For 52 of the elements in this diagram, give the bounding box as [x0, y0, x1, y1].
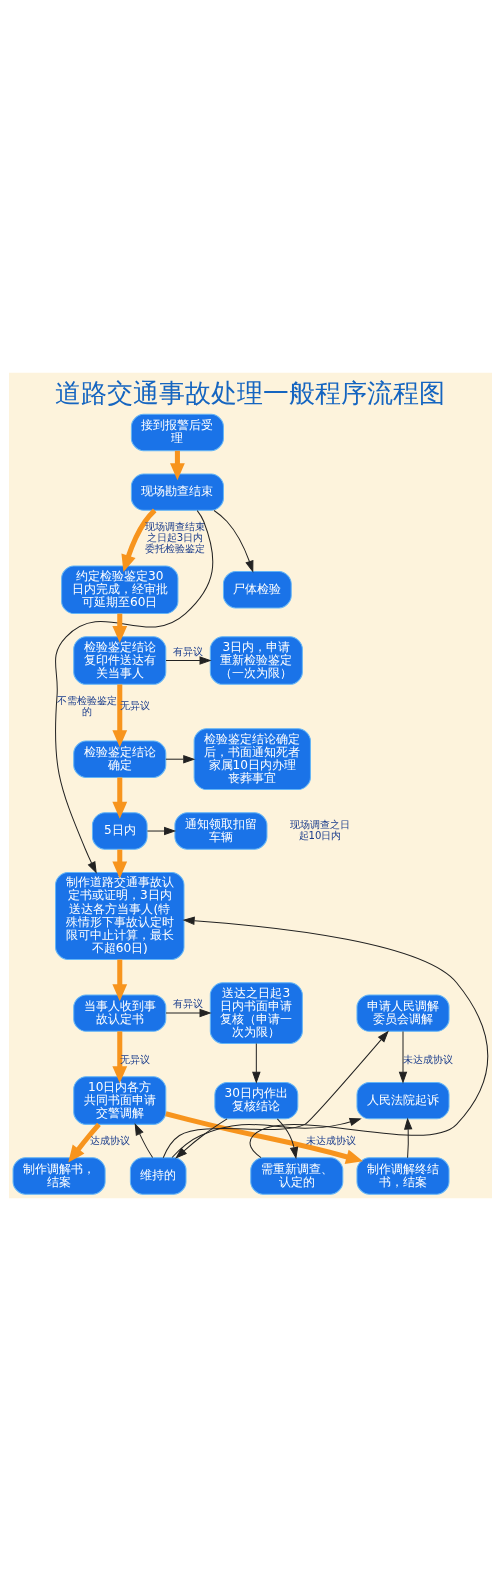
node-box: 尸体检验 — [222, 571, 292, 609]
node-box: 5日内 — [91, 812, 148, 850]
arrow — [111, 777, 127, 819]
node-box: 制作调解终结书，结案 — [355, 1157, 450, 1195]
node-box: 接到报警后受理 — [130, 413, 224, 452]
arrow — [162, 1030, 389, 1159]
diagram-title: 道路交通事故处理一般程序流程图 — [55, 377, 445, 408]
arrow — [165, 656, 212, 665]
arrow — [171, 1117, 362, 1158]
arrow — [276, 1118, 298, 1160]
arrow — [182, 916, 488, 1159]
node-box: 人民法院起诉 — [355, 1081, 450, 1120]
node-box: 需重新调查、认定的 — [249, 1157, 343, 1195]
node-box: 申请人民调解委员会调解 — [355, 994, 450, 1032]
node-box: 现场勘查结束 — [130, 473, 224, 511]
node-box: 维持的 — [129, 1157, 187, 1195]
edge-label: 有异议 — [172, 645, 203, 657]
node-box: 制作道路交通事故认定书或证明，3日内送达各方当事人(特殊情形下事故认定时限可中止计算，最长不超60日) — [54, 872, 184, 960]
edge-label: 不需检验鉴定的 — [56, 694, 117, 717]
arrow — [54, 510, 213, 874]
arrow — [251, 1043, 261, 1084]
edge-label: 有异议 — [172, 998, 203, 1010]
node-box: 制作调解书，结案 — [12, 1157, 106, 1195]
arrow — [120, 508, 156, 572]
node-box: 30日内作出复核结论 — [213, 1081, 298, 1120]
node-box: 10日内各方共同书面申请交警调解 — [72, 1076, 166, 1125]
arrow — [174, 1118, 228, 1159]
arrow — [67, 1122, 101, 1163]
node-box: 约定检验鉴定30日内完成，经审批可延期至60日 — [60, 565, 178, 615]
edge-label: 未达成协议 — [402, 1053, 453, 1065]
arrow — [213, 510, 253, 573]
edge-label: 达成协议 — [89, 1134, 130, 1146]
node-box: 3日内，申请重新检验鉴定（一次为限） — [209, 636, 303, 685]
arrow — [134, 1123, 153, 1159]
arrow — [403, 1117, 412, 1159]
node-box: 检验鉴定结论确定后，书面通知死者家属10日内办理丧葬事宜 — [193, 728, 311, 791]
arrow — [164, 754, 195, 764]
arrow — [164, 1111, 363, 1164]
node-box: 通知领取扣留车辆 — [173, 812, 267, 850]
edge-label: 未达成协议 — [305, 1134, 356, 1146]
arrow — [111, 684, 127, 748]
arrow — [398, 1030, 407, 1084]
arrow — [165, 1008, 212, 1018]
node-box: 检验鉴定结论复印件送达有关当事人 — [72, 636, 166, 685]
arrow — [111, 959, 127, 1002]
arrow — [111, 1031, 127, 1084]
arrow — [146, 826, 176, 836]
node-box: 检验鉴定结论确定 — [72, 740, 166, 778]
node-box: 送达之日起3日内书面申请复核（申请一次为限） — [209, 982, 303, 1044]
edge-label: 现场调查结束之日起3日内委托检验鉴定 — [144, 520, 205, 554]
node-box: 当事人收到事故认定书 — [72, 994, 166, 1032]
label: 现场调查之日起10日内 — [289, 818, 350, 842]
